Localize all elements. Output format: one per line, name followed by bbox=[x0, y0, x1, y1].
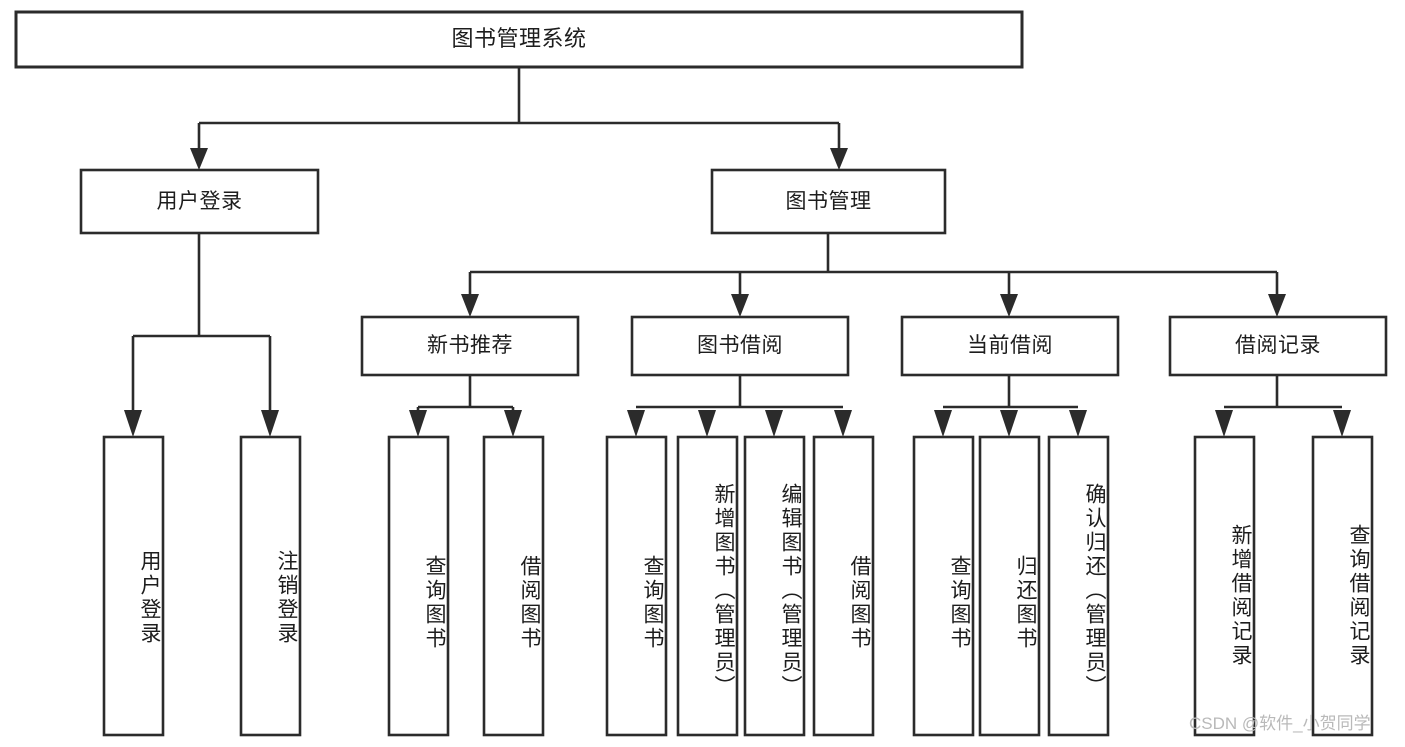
node-box-records[interactable] bbox=[1168, 315, 1388, 377]
leaf-box-borrow-4[interactable] bbox=[812, 435, 875, 737]
leaf-box-borrow-3[interactable] bbox=[743, 435, 806, 737]
node-box-root[interactable] bbox=[14, 10, 1024, 69]
arrow-head-rc-leaf-1 bbox=[1215, 410, 1233, 437]
arrow-head-leaf-user-login-1 bbox=[124, 410, 142, 437]
leaf-box-current-1[interactable] bbox=[912, 435, 975, 737]
leaf-box-new-book-2[interactable] bbox=[482, 435, 545, 737]
node-box-new-book[interactable] bbox=[360, 315, 580, 377]
arrow-head-rc-leaf-2 bbox=[1333, 410, 1351, 437]
leaf-box-current-3[interactable] bbox=[1047, 435, 1110, 737]
node-box-current[interactable] bbox=[900, 315, 1120, 377]
arrow-head-br-leaf-1 bbox=[627, 410, 645, 437]
leaf-box-borrow-1[interactable] bbox=[605, 435, 668, 737]
arrow-head-br-leaf-3 bbox=[765, 410, 783, 437]
arrow-head-cu-leaf-1 bbox=[934, 410, 952, 437]
leaf-box-user-login-2[interactable] bbox=[239, 435, 302, 737]
node-box-borrow[interactable] bbox=[630, 315, 850, 377]
leaf-box-records-1[interactable] bbox=[1193, 435, 1256, 737]
arrow-head-leaf-user-login-2 bbox=[261, 410, 279, 437]
leaf-box-new-book-1[interactable] bbox=[387, 435, 450, 737]
watermark-text: CSDN @软件_小贺同学 bbox=[1189, 714, 1371, 733]
leaf-box-user-login-1[interactable] bbox=[102, 435, 165, 737]
node-box-user-login[interactable] bbox=[79, 168, 320, 235]
leaf-box-borrow-2[interactable] bbox=[676, 435, 739, 737]
arrow-head-cu-leaf-3 bbox=[1069, 410, 1087, 437]
arrow-head-borrow bbox=[731, 294, 749, 317]
node-box-book-manage[interactable] bbox=[710, 168, 947, 235]
arrow-head-user-login bbox=[190, 148, 208, 170]
arrow-head-book-manage bbox=[830, 148, 848, 170]
arrow-head-nb-leaf-2 bbox=[504, 410, 522, 437]
leaf-box-current-2[interactable] bbox=[978, 435, 1041, 737]
arrow-head-br-leaf-4 bbox=[834, 410, 852, 437]
leaf-box-records-2[interactable] bbox=[1311, 435, 1374, 737]
arrow-head-new-book bbox=[461, 294, 479, 317]
arrow-head-nb-leaf-1 bbox=[409, 410, 427, 437]
arrow-head-cu-leaf-2 bbox=[1000, 410, 1018, 437]
arrow-head-current bbox=[1000, 294, 1018, 317]
arrow-head-records bbox=[1268, 294, 1286, 317]
arrow-head-br-leaf-2 bbox=[698, 410, 716, 437]
